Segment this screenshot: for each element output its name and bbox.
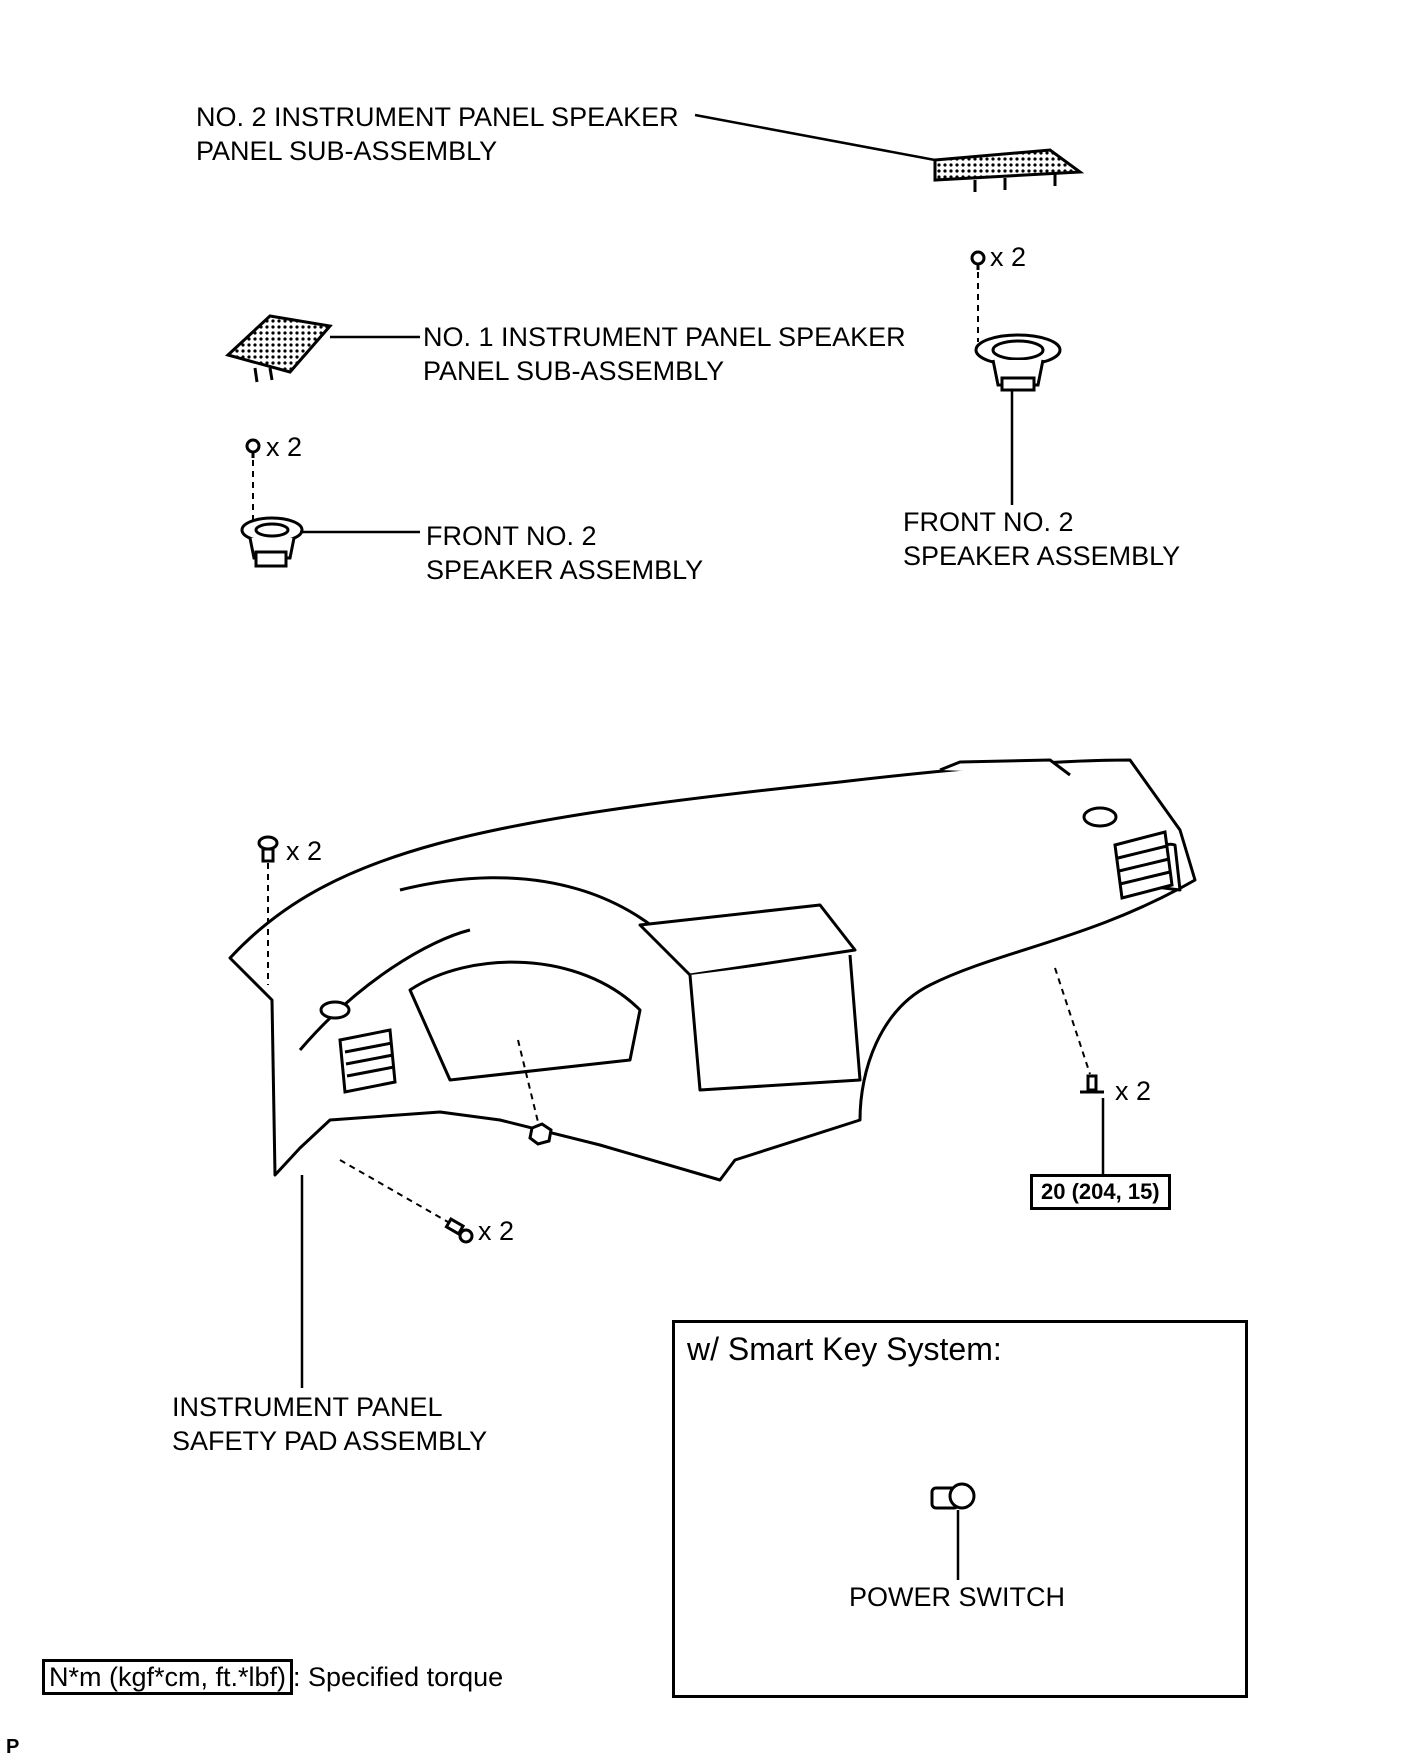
label-front-no2-speaker-left: FRONT NO. 2 SPEAKER ASSEMBLY	[426, 519, 703, 587]
screw-left-speaker-icon	[245, 438, 261, 458]
bolt-right-icon	[1080, 1074, 1104, 1094]
speaker-right-icon	[974, 333, 1062, 392]
legend-text: : Specified torque	[293, 1662, 504, 1692]
defrost-grille-left-icon	[319, 1000, 351, 1020]
label-line: NO. 2 INSTRUMENT PANEL SPEAKER	[196, 102, 679, 132]
bolt-top-left-icon	[257, 835, 279, 863]
nut-icon	[528, 1122, 553, 1146]
bolt-bottom-left-icon	[444, 1216, 474, 1244]
speaker-left-icon	[240, 516, 304, 568]
qty-screw-right-speaker: x 2	[990, 242, 1027, 272]
qty-bolt-right: x 2	[1115, 1076, 1152, 1106]
corner-mark: P	[6, 1736, 20, 1758]
label-power-switch: POWER SWITCH	[849, 1582, 1065, 1612]
label-line: INSTRUMENT PANEL	[172, 1392, 443, 1422]
label-front-no2-speaker-right: FRONT NO. 2 SPEAKER ASSEMBLY	[903, 505, 1180, 573]
label-line: FRONT NO. 2	[426, 521, 597, 551]
qty-screw-left-speaker: x 2	[266, 432, 303, 462]
screw-right-speaker-icon	[970, 250, 986, 270]
leader-no2-panel	[694, 113, 936, 162]
smart-key-system-inset: w/ Smart Key System:	[672, 1320, 1248, 1698]
qty-bolt-bottom-left: x 2	[478, 1216, 515, 1246]
label-line: PANEL SUB-ASSEMBLY	[423, 356, 725, 386]
label-line: SPEAKER ASSEMBLY	[426, 555, 704, 585]
label-line: SPEAKER ASSEMBLY	[903, 541, 1181, 571]
power-switch-icon	[930, 1482, 976, 1510]
label-line: SAFETY PAD ASSEMBLY	[172, 1426, 488, 1456]
label-line: FRONT NO. 2	[903, 507, 1074, 537]
dash-bolt-bottom-left	[339, 1159, 449, 1223]
smart-key-title: w/ Smart Key System:	[687, 1331, 1002, 1367]
no2-speaker-panel	[933, 148, 1085, 192]
qty-bolt-top-left: x 2	[286, 836, 323, 866]
vent-left-icon	[338, 1028, 397, 1094]
dash-nut	[517, 1039, 539, 1123]
label-instrument-panel-safety-pad: INSTRUMENT PANEL SAFETY PAD ASSEMBLY	[172, 1390, 487, 1458]
torque-specification-box: 20 (204, 15)	[1030, 1174, 1171, 1210]
label-line: NO. 1 INSTRUMENT PANEL SPEAKER	[423, 322, 906, 352]
torque-legend: N*m (kgf*cm, ft.*lbf): Specified torque	[42, 1659, 504, 1695]
legend-unit-box: N*m (kgf*cm, ft.*lbf)	[42, 1659, 294, 1695]
no1-speaker-panel	[225, 314, 333, 383]
dash-bolt-right	[1054, 967, 1091, 1075]
label-no1-instrument-panel-speaker-panel: NO. 1 INSTRUMENT PANEL SPEAKER PANEL SUB…	[423, 320, 906, 388]
label-line: PANEL SUB-ASSEMBLY	[196, 136, 498, 166]
dashboard-illustration	[228, 758, 1197, 1182]
vent-right-icon	[1113, 830, 1174, 900]
defrost-grille-right-icon	[1082, 806, 1118, 828]
label-no2-instrument-panel-speaker-panel: NO. 2 INSTRUMENT PANEL SPEAKER PANEL SUB…	[196, 100, 679, 168]
